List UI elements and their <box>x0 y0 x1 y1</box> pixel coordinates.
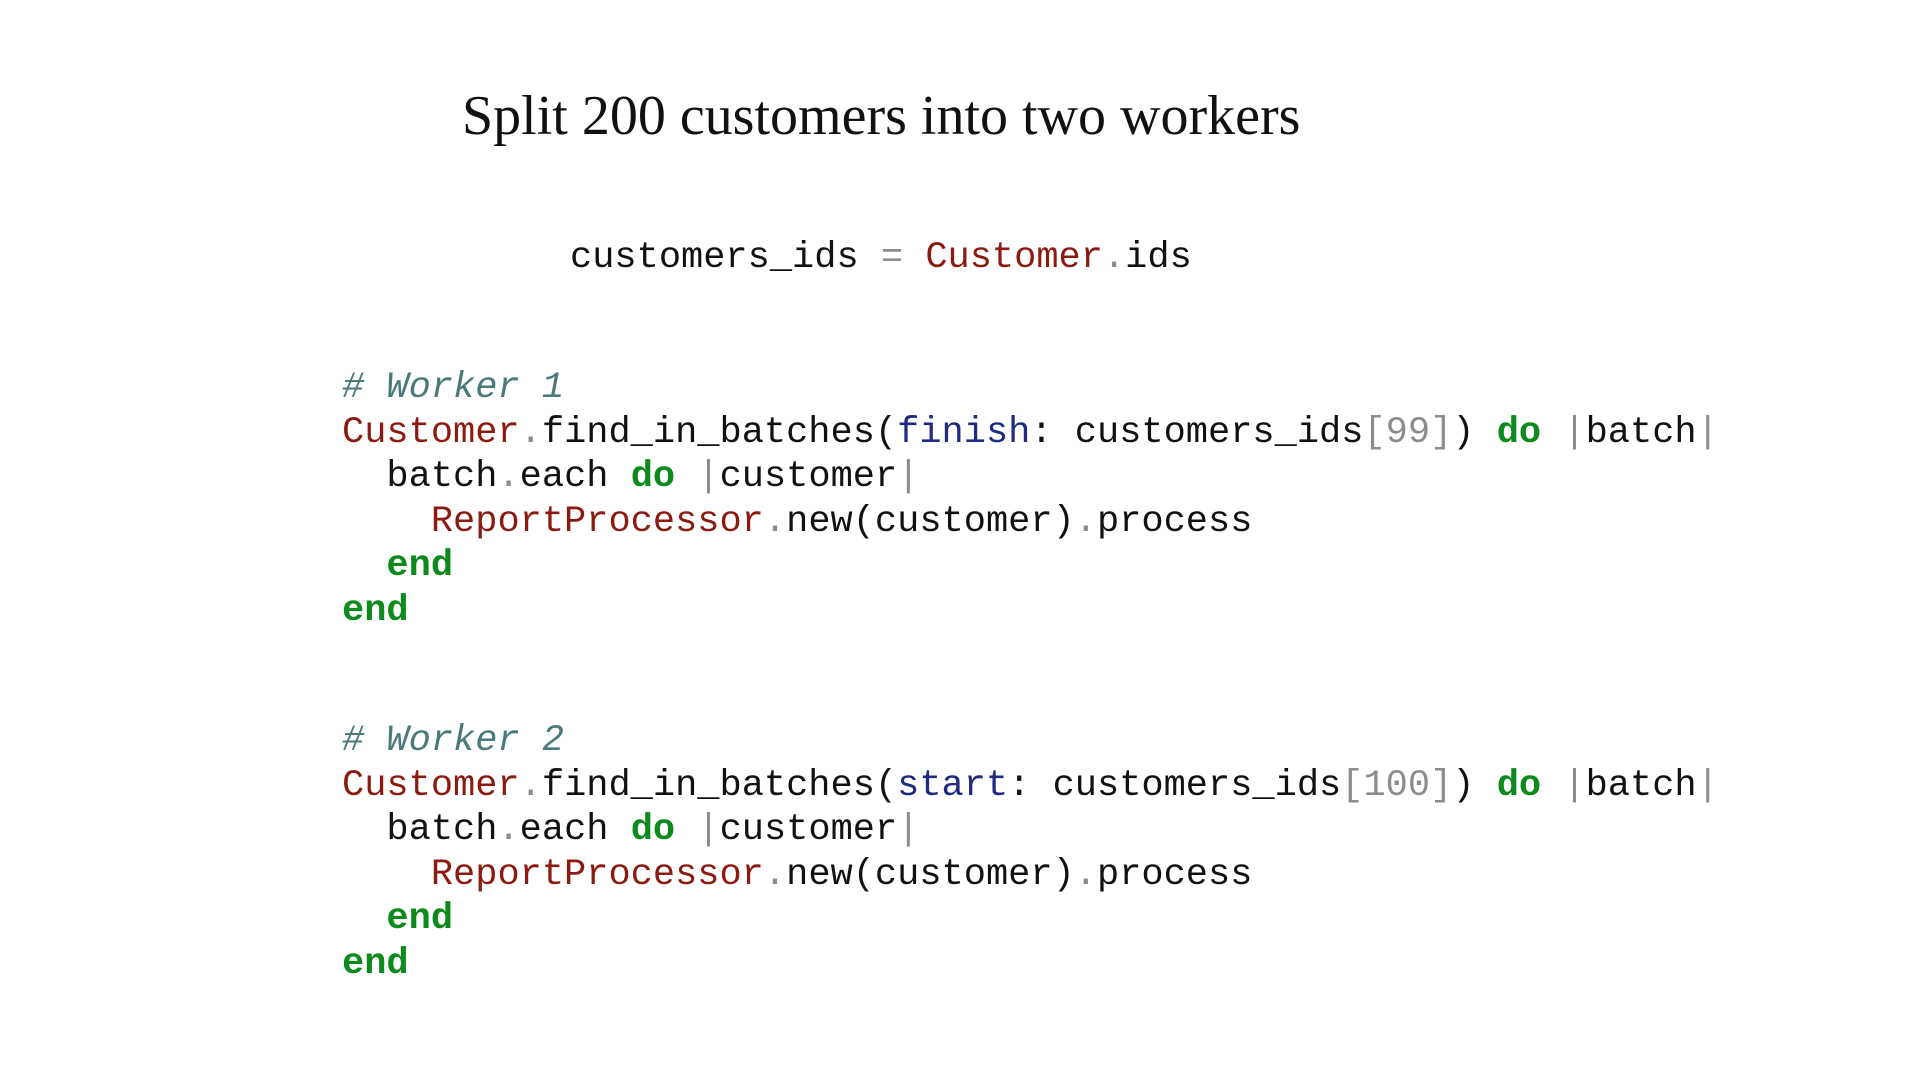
code-token-method: each <box>519 809 631 851</box>
code-token-array: customers_ids <box>1074 411 1364 454</box>
code-token-index: 99 <box>1385 411 1431 454</box>
code-token-method: process <box>1096 853 1253 896</box>
code-token-variable: customers_ids <box>570 237 859 279</box>
code-line-end-outer: end <box>342 942 1719 987</box>
code-token-method: each <box>519 456 631 498</box>
code-token-dot: . <box>519 411 542 454</box>
code-token-pipe: | <box>897 456 920 498</box>
slide-title: Split 200 customers into two workers <box>462 85 1301 147</box>
code-token-dot: . <box>763 853 787 896</box>
code-token-do: do <box>1496 411 1542 454</box>
code-line-end-inner: end <box>342 544 1719 589</box>
code-token-constant: Customer <box>925 237 1103 279</box>
code-token-bracket-open: [ <box>1363 411 1386 454</box>
code-token-pipe: | <box>1696 764 1719 807</box>
code-line-find-in-batches: Customer.find_in_batches(start: customer… <box>342 764 1719 809</box>
code-token-index: 100 <box>1363 764 1431 807</box>
code-comment: # Worker 1 <box>342 367 565 409</box>
code-line-process: ReportProcessor.new(customer).process <box>342 853 1719 898</box>
code-token-dot: . <box>497 456 520 498</box>
code-token-call: new(customer) <box>786 853 1075 896</box>
code-token-colon: : <box>1008 764 1053 807</box>
code-line-ids: customers_ids = Customer.ids <box>570 236 1192 281</box>
code-token-do: do <box>630 456 676 498</box>
code-line-end-inner: end <box>342 897 1719 942</box>
code-token-dot: . <box>1102 237 1126 279</box>
code-comment-line: # Worker 2 <box>342 719 1719 764</box>
code-token-pipe: | <box>697 809 720 851</box>
code-line-each: batch.each do |customer| <box>342 455 1719 500</box>
code-token-method: find_in_batches( <box>541 764 898 807</box>
code-token-pipe: | <box>897 809 920 851</box>
code-line-find-in-batches: Customer.find_in_batches(finish: custome… <box>342 411 1719 456</box>
code-token-constant: Customer <box>342 411 520 454</box>
code-token-end: end <box>342 589 409 632</box>
code-token-call: new(customer) <box>786 500 1075 543</box>
code-comment-line: # Worker 1 <box>342 366 1719 411</box>
code-token-receiver: batch <box>386 809 498 851</box>
code-token-block-var: customer <box>719 809 898 851</box>
code-token-bracket-close: ] <box>1430 411 1453 454</box>
code-comment: # Worker 2 <box>342 720 565 762</box>
code-block-ids: customers_ids = Customer.ids <box>570 236 1192 281</box>
code-token-paren-close: ) <box>1452 411 1497 454</box>
code-token-pipe: | <box>1563 764 1586 807</box>
code-token-dot: . <box>763 500 787 543</box>
code-token-paren-close: ) <box>1452 764 1497 807</box>
code-token-end: end <box>386 898 454 940</box>
code-token-dot: . <box>497 809 520 851</box>
code-token-block-var: batch <box>1585 411 1697 454</box>
code-token-pipe: | <box>1696 411 1719 454</box>
code-token-dot: . <box>519 764 542 807</box>
code-token-end: end <box>342 942 409 985</box>
code-token-array: customers_ids <box>1052 764 1342 807</box>
code-line-each: batch.each do |customer| <box>342 808 1719 853</box>
code-token-pipe: | <box>697 456 720 498</box>
code-token-block-var: batch <box>1585 764 1697 807</box>
code-token-receiver: batch <box>386 456 498 498</box>
code-token-dot: . <box>1074 853 1097 896</box>
code-token-method: ids <box>1125 237 1192 279</box>
code-token-bracket-open: [ <box>1341 764 1364 807</box>
code-token-do: do <box>630 809 676 851</box>
code-token-do: do <box>1496 764 1542 807</box>
code-token-constant: ReportProcessor <box>430 500 764 543</box>
code-token-bracket-close: ] <box>1430 764 1453 807</box>
code-token-pipe: | <box>1563 411 1586 454</box>
code-token-assign: = <box>880 237 904 279</box>
code-token-method: process <box>1096 500 1253 543</box>
code-token-constant: ReportProcessor <box>430 853 764 896</box>
code-token-keyword-arg: finish <box>897 411 1031 454</box>
code-token-constant: Customer <box>342 764 520 807</box>
code-token-colon: : <box>1030 411 1075 454</box>
code-token-dot: . <box>1074 500 1097 543</box>
code-token-end: end <box>386 545 454 587</box>
code-line-process: ReportProcessor.new(customer).process <box>342 500 1719 545</box>
code-token-block-var: customer <box>719 456 898 498</box>
code-token-keyword-arg: start <box>897 764 1009 807</box>
code-line-end-outer: end <box>342 589 1719 634</box>
code-token-method: find_in_batches( <box>541 411 898 454</box>
